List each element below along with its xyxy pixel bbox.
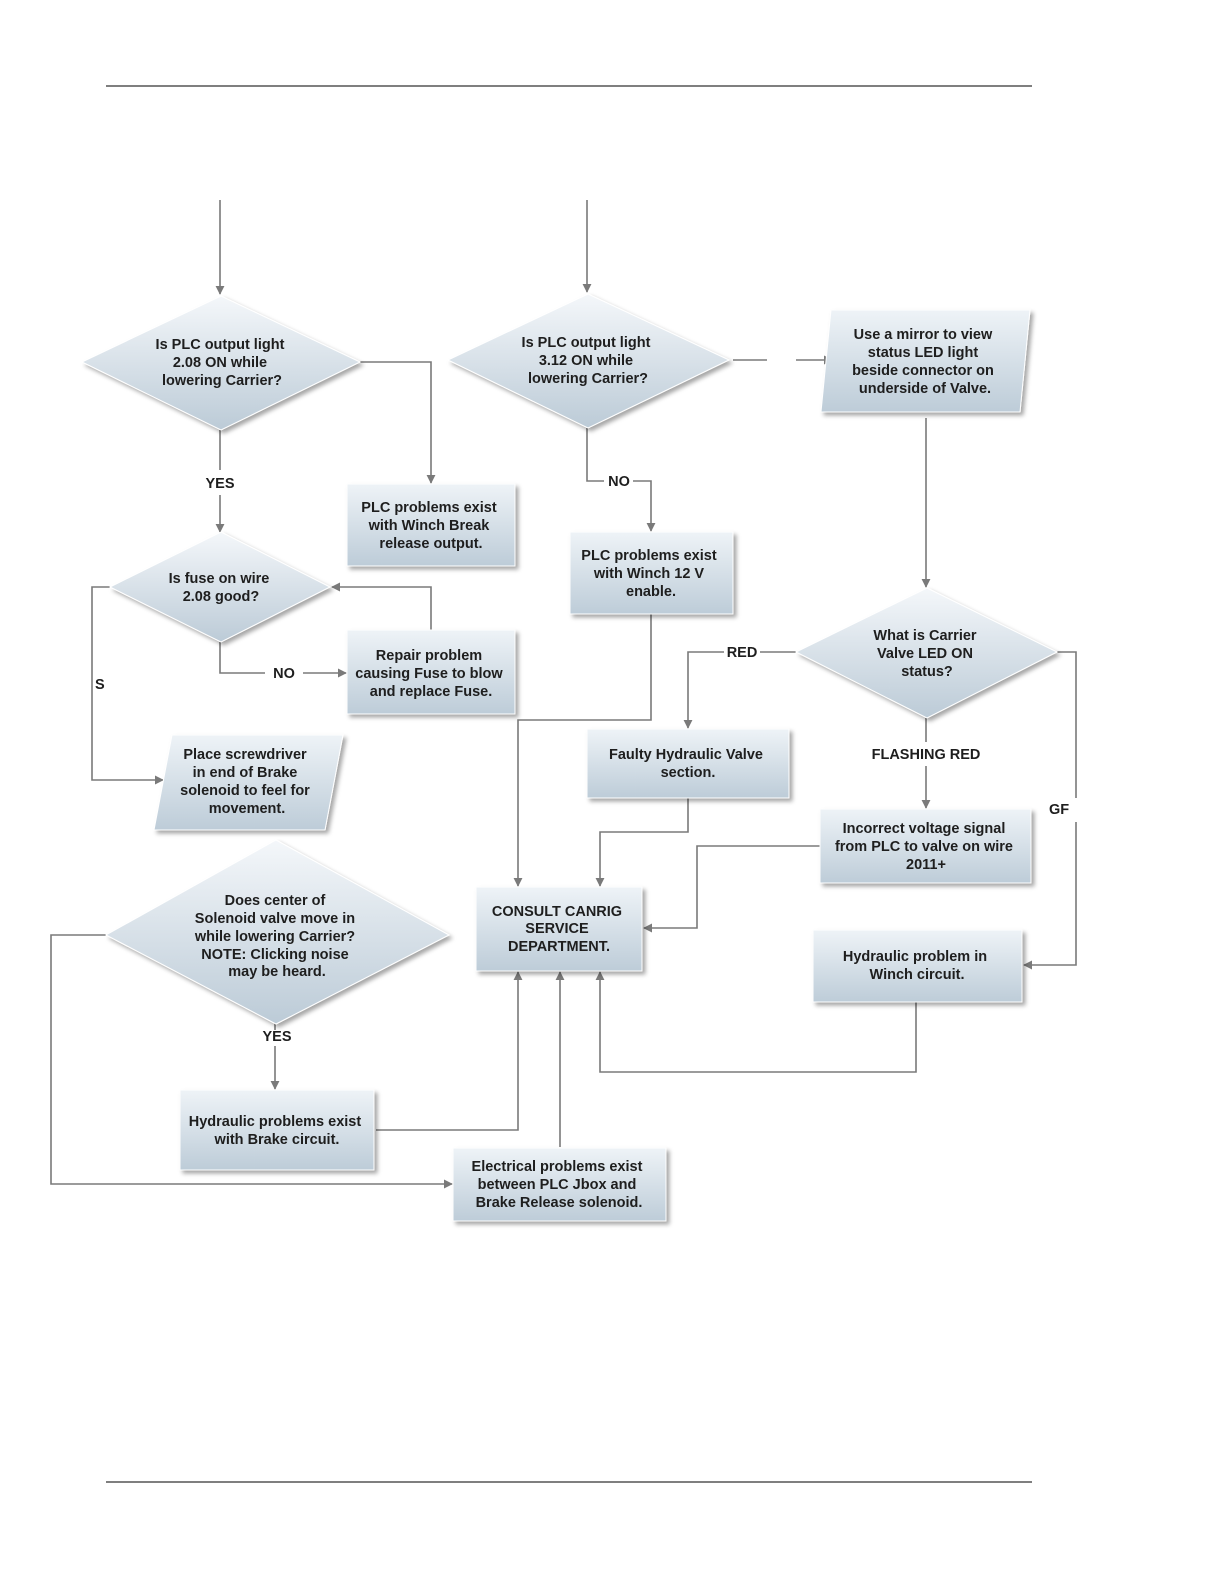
text-hydraulic-winch: Hydraulic problem in Winch circuit. — [843, 949, 991, 983]
label-cut-left: S — [95, 677, 105, 693]
label-no-plc12v: NO — [608, 474, 630, 490]
text-q-led-status: What is Carrier Valve LED ON status? — [873, 628, 980, 680]
box-plc-winch-break — [346, 483, 516, 567]
connector-brake-consult — [376, 971, 523, 1131]
shapes — [80, 293, 1059, 1222]
text-screwdriver: Place screwdriver in end of Brake soleno… — [180, 747, 314, 817]
decision-solenoid-move — [104, 839, 451, 1025]
text-consult-canrig: CONSULT CANRIG SERVICE DEPARTMENT. — [492, 904, 626, 955]
box-consult-canrig — [475, 886, 643, 972]
connector-voltage-consult — [643, 845, 820, 933]
label-no-repair: NO — [273, 666, 295, 682]
box-electrical-problems — [452, 1147, 667, 1222]
decision-plc-208 — [80, 295, 362, 431]
connector-q208-plc-break — [360, 361, 436, 484]
decision-fuse-good — [108, 531, 332, 643]
edge-labels: YES NO NO RED FLASHING RED YES S GF — [95, 474, 1069, 1045]
connector-led-red-faulty — [683, 651, 724, 729]
connector-winch-consult — [595, 971, 917, 1073]
connector-led-green-winch — [1023, 822, 1077, 970]
label-flashing-red: FLASHING RED — [872, 747, 981, 763]
text-plc-winch-break: PLC problems exist with Winch Break rele… — [361, 500, 500, 552]
connectors — [50, 200, 1077, 1189]
parallelogram-screwdriver — [153, 734, 344, 831]
label-cut-right: GF — [1049, 802, 1069, 818]
label-yes-brake: YES — [262, 1029, 291, 1045]
text-q-fuse: Is fuse on wire 2.08 good? — [169, 571, 274, 605]
decision-led-status — [794, 587, 1059, 719]
text-repair-fuse: Repair problem causing Fuse to blow and … — [355, 648, 506, 700]
decision-plc-312 — [446, 293, 731, 429]
box-faulty-valve — [586, 728, 790, 799]
connector-led-green-top — [1057, 651, 1077, 798]
box-incorrect-voltage — [819, 808, 1032, 884]
box-hydraulic-brake — [179, 1089, 375, 1171]
text-hydraulic-brake: Hydraulic problems exist with Brake circ… — [189, 1114, 365, 1148]
text-plc-winch-12v: PLC problems exist with Winch 12 V enabl… — [581, 548, 720, 600]
connector-q312-no-plc12v — [633, 480, 656, 532]
connector-q312-no-left — [586, 428, 604, 482]
text-incorrect-voltage: Incorrect voltage signal from PLC to val… — [835, 821, 1017, 873]
node-texts: Is PLC output light 2.08 ON while loweri… — [156, 327, 1017, 1211]
parallelogram-mirror-view — [820, 309, 1031, 413]
text-electrical-problems: Electrical problems exist between PLC Jb… — [472, 1159, 647, 1211]
box-hydraulic-winch — [812, 929, 1023, 1003]
text-mirror-view: Use a mirror to view status LED light be… — [852, 327, 998, 397]
text-q-plc-312: Is PLC output light 3.12 ON while loweri… — [522, 335, 655, 387]
connector-solenoid-no-electrical — [50, 934, 453, 1189]
text-q-plc-208: Is PLC output light 2.08 ON while loweri… — [156, 337, 289, 389]
label-red: RED — [727, 645, 758, 661]
connector-fuse-yes-screwdriver — [91, 586, 164, 785]
label-yes-fuse: YES — [205, 476, 234, 492]
connector-faulty-consult — [595, 798, 689, 887]
connector-fuse-no-left — [219, 642, 265, 674]
text-q-solenoid: Does center of Solenoid valve move in wh… — [194, 893, 359, 980]
connector-plc12v-consult — [513, 614, 652, 887]
box-plc-winch-12v — [569, 531, 734, 615]
text-faulty-valve: Faulty Hydraulic Valve section. — [609, 747, 767, 781]
box-repair-fuse — [346, 629, 516, 715]
connector-repair-fuse — [331, 582, 432, 630]
